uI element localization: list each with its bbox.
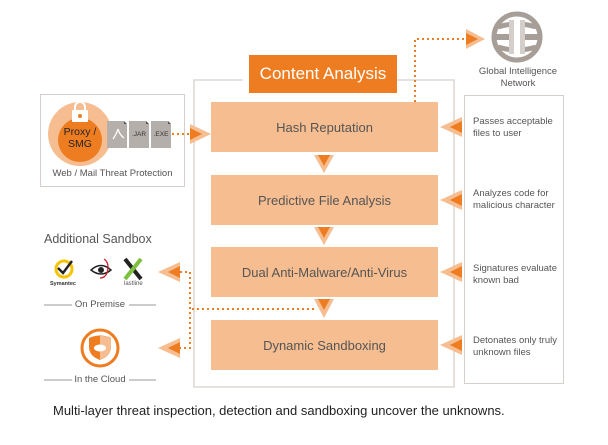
note-hash: Passes acceptable files to user <box>473 116 553 140</box>
in-cloud-label: In the Cloud <box>74 374 126 385</box>
note-line: Signatures evaluate <box>473 263 557 274</box>
label-line: Network <box>500 78 536 89</box>
step-predictive-file-analysis: Predictive File Analysis <box>211 175 438 225</box>
symantec-label: Symantec <box>50 281 76 287</box>
left-arrow-icon <box>440 117 462 137</box>
content-analysis-header: Content Analysis <box>249 55 397 93</box>
label-line: Proxy / <box>63 126 97 138</box>
exe-label: .EXE <box>153 131 169 138</box>
note-dynamic: Detonates only truly unknown files <box>473 335 557 359</box>
note-line: Detonates only truly <box>473 335 557 346</box>
web-mail-box <box>40 94 185 187</box>
arrow-to-onpremise-icon <box>158 262 180 282</box>
note-line: files to user <box>473 128 522 139</box>
lastline-logo-icon <box>123 257 143 281</box>
web-mail-label: Web / Mail Threat Protection <box>52 168 173 179</box>
left-arrow-icon <box>440 335 462 355</box>
left-arrow-icon <box>440 190 462 210</box>
note-line: Passes acceptable <box>473 116 553 127</box>
down-arrow-icon <box>314 227 334 245</box>
eye-logo-icon <box>89 258 113 279</box>
note-line: malicious character <box>473 200 555 211</box>
lastline-label: lastline <box>124 281 143 287</box>
left-arrow-icon <box>440 262 462 282</box>
jar-label: .JAR <box>131 131 147 138</box>
note-dual: Signatures evaluate known bad <box>473 263 557 287</box>
down-arrow-icon <box>314 155 334 173</box>
arrow-to-global-icon <box>466 29 485 49</box>
globe-icon <box>491 11 543 63</box>
cloud-shield-icon <box>80 328 120 368</box>
proxy-label: Proxy / SMG <box>58 126 102 150</box>
step-hash-reputation: Hash Reputation <box>211 102 438 152</box>
content-frame <box>193 79 455 388</box>
arrow-into-hash-icon <box>190 124 211 144</box>
pdf-file-icon <box>107 121 127 148</box>
label-line: SMG <box>68 138 92 150</box>
global-network-label: Global Intelligence Network <box>468 66 568 90</box>
on-premise-label: On Premise <box>74 299 126 310</box>
sandbox-title: Additional Sandbox <box>44 232 152 246</box>
dotted-connector-sandbox-branch <box>180 271 191 349</box>
jar-file-icon <box>129 121 149 148</box>
note-line: known bad <box>473 275 519 286</box>
note-predictive: Analyzes code for malicious character <box>473 188 555 212</box>
note-line: unknown files <box>473 347 531 358</box>
step-dynamic-sandboxing: Dynamic Sandboxing <box>211 320 438 370</box>
step-dual-anti-malware: Dual Anti-Malware/Anti-Virus <box>211 247 438 297</box>
symantec-logo-icon <box>54 259 74 279</box>
dotted-connector-global <box>414 38 466 102</box>
notes-panel <box>464 95 564 384</box>
label-line: Global Intelligence <box>478 66 558 77</box>
note-line: Analyzes code for <box>473 188 549 199</box>
down-arrow-icon <box>314 299 334 318</box>
exe-file-icon <box>151 121 171 148</box>
arrow-to-cloud-icon <box>158 338 180 358</box>
caption: Multi-layer threat inspection, detection… <box>53 403 505 418</box>
proxy-icon <box>48 101 112 166</box>
